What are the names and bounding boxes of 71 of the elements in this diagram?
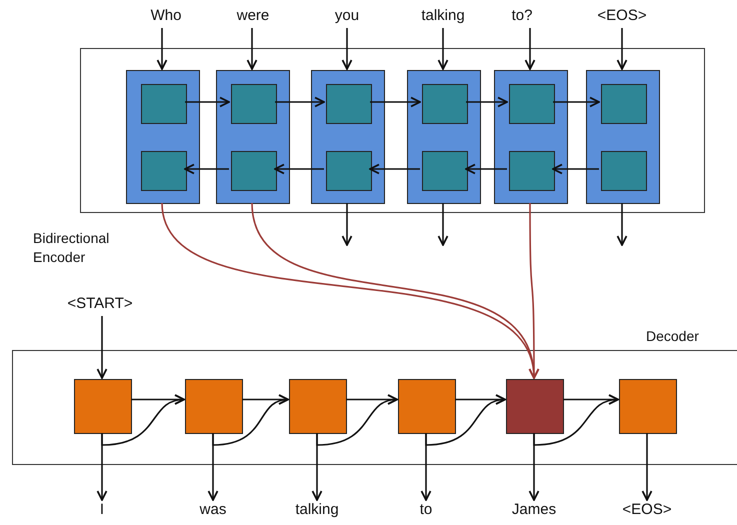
arrow xyxy=(528,203,540,379)
state-box xyxy=(509,84,555,124)
state-box xyxy=(326,84,372,124)
arrow xyxy=(420,433,432,501)
arrow xyxy=(156,28,168,70)
column-box xyxy=(407,70,481,204)
word-label: were xyxy=(213,6,293,28)
arrow xyxy=(528,433,540,501)
word-label: was xyxy=(173,500,253,522)
word-label: Who xyxy=(126,6,206,28)
column-box xyxy=(586,70,660,204)
group-label: Decoder xyxy=(646,327,700,346)
arrow xyxy=(553,96,600,108)
column-box xyxy=(216,70,290,204)
arrow xyxy=(465,164,507,174)
word-label: James xyxy=(494,500,574,522)
decoder-box xyxy=(74,379,132,434)
state-box xyxy=(422,151,468,191)
arrow xyxy=(274,164,324,174)
arrow xyxy=(342,203,352,246)
state-box xyxy=(509,151,555,191)
column-box xyxy=(494,70,568,204)
arrow xyxy=(552,164,599,174)
state-box xyxy=(422,84,468,124)
arrow xyxy=(533,395,619,446)
arrow xyxy=(212,395,289,446)
arrow xyxy=(185,96,230,108)
arrow xyxy=(184,164,229,174)
word-label: <EOS> xyxy=(582,6,662,28)
decoder-box xyxy=(398,379,456,434)
arrow xyxy=(101,395,185,446)
arrow xyxy=(616,28,628,70)
word-label: I xyxy=(62,500,142,522)
state-box xyxy=(601,151,647,191)
arrow xyxy=(438,28,448,70)
arrow xyxy=(275,96,325,108)
word-label: talking xyxy=(403,6,483,28)
word-label: <EOS> xyxy=(607,500,687,522)
decoder-box xyxy=(619,379,677,434)
arrow xyxy=(438,203,448,246)
word-label: you xyxy=(307,6,387,28)
arrow xyxy=(208,433,218,501)
column-box xyxy=(311,70,385,204)
state-box xyxy=(601,84,647,124)
word-label: <START> xyxy=(60,294,140,316)
decoder-box xyxy=(185,379,243,434)
decoder-box xyxy=(289,379,347,434)
state-box xyxy=(141,151,187,191)
arrow xyxy=(96,433,108,501)
state-box xyxy=(231,151,277,191)
arrow xyxy=(425,395,506,446)
arrow xyxy=(246,28,258,70)
state-box xyxy=(231,84,277,124)
decoder-box xyxy=(506,379,564,434)
arrow xyxy=(369,164,420,174)
arrow xyxy=(616,203,628,246)
state-box xyxy=(326,151,372,191)
word-label: talking xyxy=(277,500,357,522)
column-box xyxy=(126,70,200,204)
arrow xyxy=(342,28,352,70)
arrow xyxy=(96,316,108,379)
group-label: Bidirectional Encoder xyxy=(33,229,110,267)
word-label: to xyxy=(386,500,466,522)
arrow xyxy=(370,96,421,108)
arrow xyxy=(316,395,398,446)
word-label: to? xyxy=(482,6,562,28)
arrow xyxy=(312,433,322,501)
arrow xyxy=(524,28,536,70)
state-box xyxy=(141,84,187,124)
arrow xyxy=(466,96,508,108)
arrow xyxy=(642,433,652,501)
